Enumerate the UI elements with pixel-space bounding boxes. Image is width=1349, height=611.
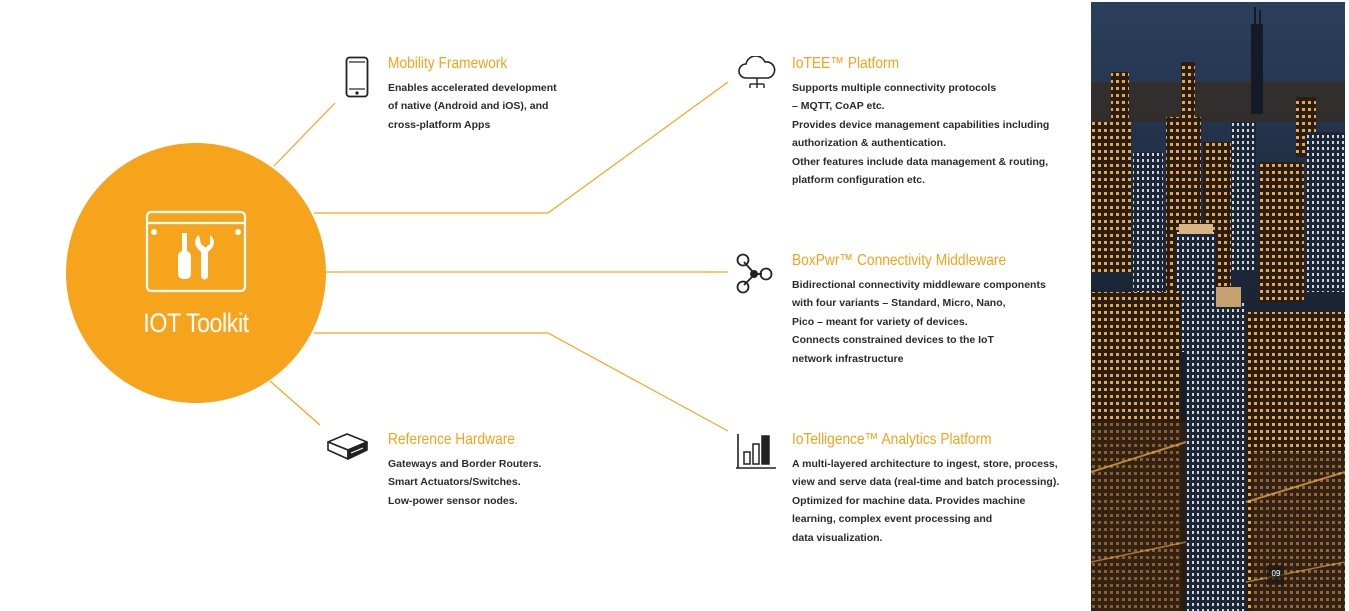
description-line: cross-platform Apps xyxy=(388,118,491,131)
description-line: Smart Actuators/Switches. xyxy=(388,476,521,489)
bar-chart-icon xyxy=(736,434,776,469)
city-skyline-photo xyxy=(1091,2,1345,611)
block-description: A multi-layered architecture to ingest, … xyxy=(792,455,1059,547)
block-boxpwr-middleware: BoxPwr™ Connectivity Middleware Bidirect… xyxy=(792,252,1046,368)
block-iotelligence-platform: IoTelligence™ Analytics Platform A multi… xyxy=(792,431,1059,547)
description-line: Enables accelerated development xyxy=(388,82,557,94)
description-line: with four variants – Standard, Micro, Na… xyxy=(792,297,1006,310)
block-mobility-framework: Mobility Framework Enables accelerated d… xyxy=(388,55,557,134)
connector-iotelligence xyxy=(314,332,729,432)
hub-title: IOT Toolkit xyxy=(143,308,249,338)
description-line: network infrastructure xyxy=(792,352,904,365)
description-line: view and serve data (real-time and batch… xyxy=(792,476,1060,489)
description-line: Pico – meant for variety of devices. xyxy=(792,315,968,328)
hardware-box-icon xyxy=(327,433,368,460)
description-line: Low-power sensor nodes. xyxy=(388,494,518,507)
description-line: Gateways and Border Routers. xyxy=(388,458,542,470)
connector-hardware xyxy=(269,380,321,426)
smartphone-icon xyxy=(345,56,369,98)
description-line: – MQTT, CoAP etc. xyxy=(792,100,885,113)
cloud-network-icon xyxy=(738,56,776,88)
description-line: A multi-layered architecture to ingest, … xyxy=(792,458,1058,470)
description-line: of native (Android and iOS), and xyxy=(388,100,549,113)
description-line: Optimized for machine data. Provides mac… xyxy=(792,494,1026,507)
connected-nodes-icon xyxy=(736,253,773,294)
description-line: Connects constrained devices to the IoT xyxy=(792,334,994,347)
connector-mobility xyxy=(273,102,336,167)
block-title: Reference Hardware xyxy=(388,431,515,448)
description-line: data visualization. xyxy=(792,531,883,544)
block-iotee-platform: IoTEE™ Platform Supports multiple connec… xyxy=(792,55,1049,189)
page-number: 09 xyxy=(1271,569,1281,578)
description-line: Provides device management capabilities … xyxy=(792,118,1050,131)
block-description: Supports multiple connectivity protocols… xyxy=(792,79,1049,189)
description-line: Other features include data management &… xyxy=(792,155,1049,168)
iot-toolkit-hub: IOT Toolkit xyxy=(66,143,326,403)
description-line: Supports multiple connectivity protocols xyxy=(792,82,997,94)
block-title: BoxPwr™ Connectivity Middleware xyxy=(792,252,1007,269)
description-line: platform configuration etc. xyxy=(792,174,926,187)
description-line: learning, complex event processing and xyxy=(792,513,993,526)
block-description: Bidirectional connectivity middleware co… xyxy=(792,276,1046,368)
description-line: Bidirectional connectivity middleware co… xyxy=(792,279,1046,291)
block-description: Enables accelerated development of nativ… xyxy=(388,79,557,134)
block-title: Mobility Framework xyxy=(388,55,508,72)
description-line: authorization & authentication. xyxy=(792,137,946,150)
block-title: IoTEE™ Platform xyxy=(792,55,900,72)
block-reference-hardware: Reference Hardware Gateways and Border R… xyxy=(388,431,541,510)
block-title: IoTelligence™ Analytics Platform xyxy=(792,431,992,448)
block-description: Gateways and Border Routers. Smart Actua… xyxy=(388,455,541,510)
toolbox-icon xyxy=(145,210,247,293)
